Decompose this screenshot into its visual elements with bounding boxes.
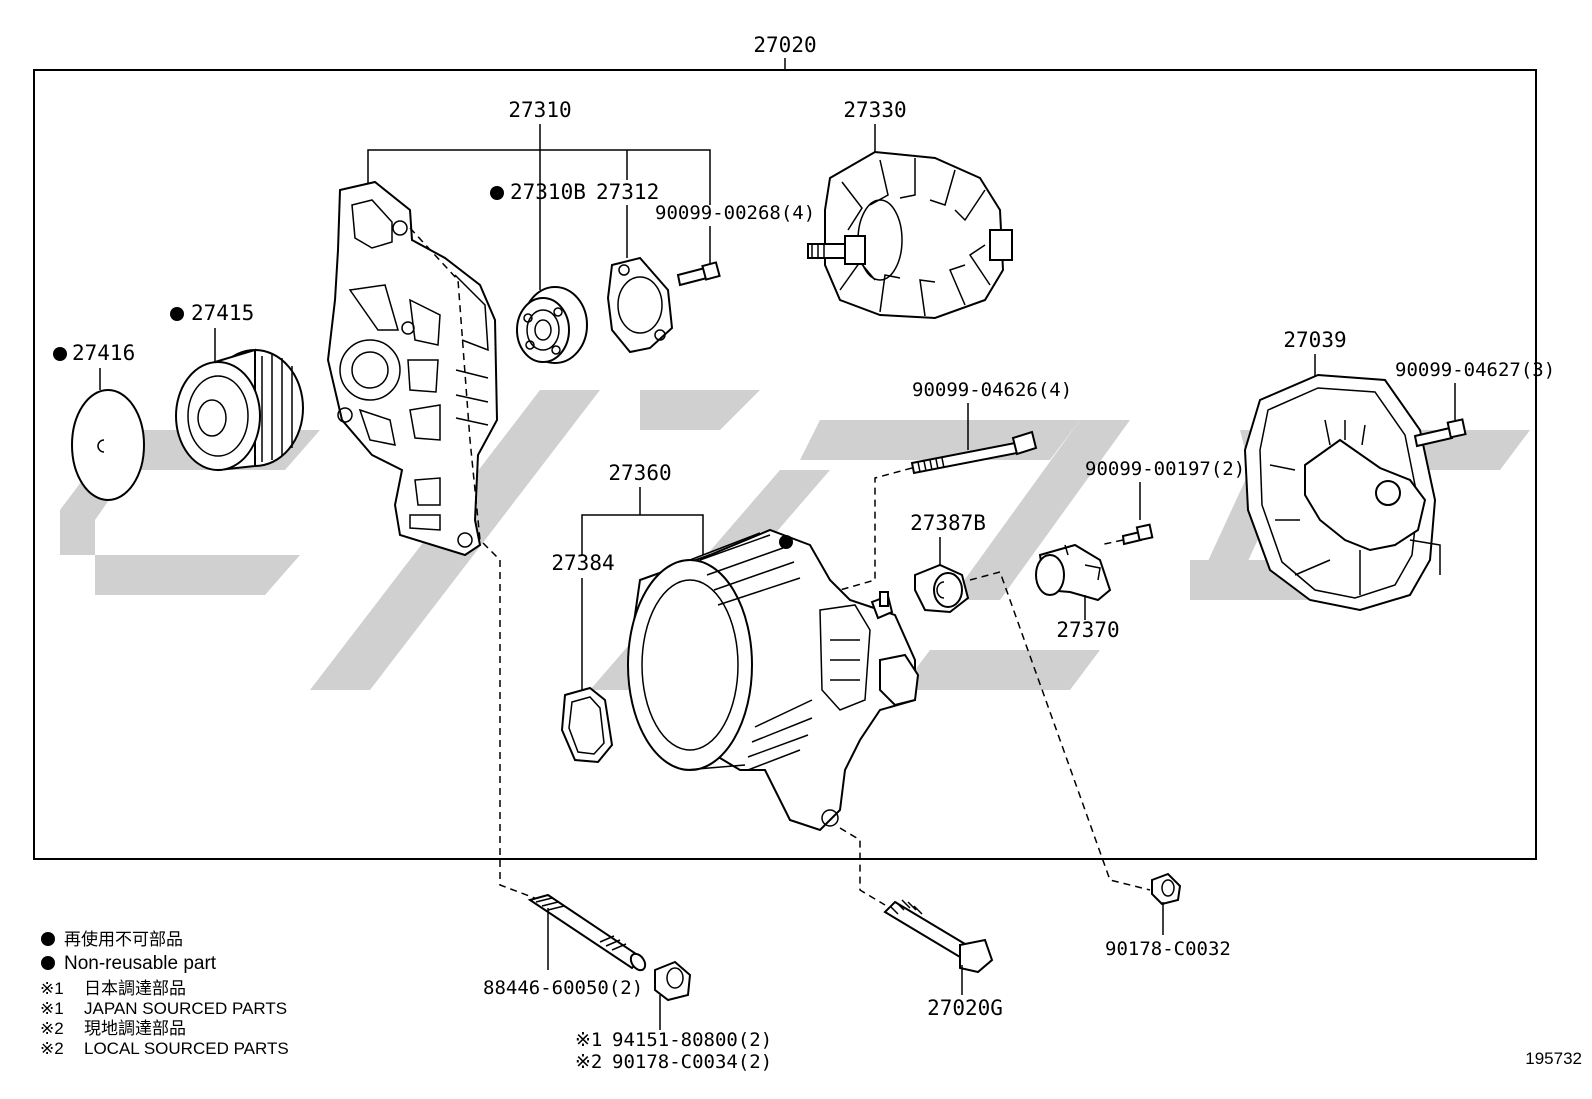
non-reusable-marker-27360 xyxy=(779,535,793,549)
label-27020G: 27020G xyxy=(927,996,1003,1020)
legend-japan-mark-1: ※1 xyxy=(40,979,64,998)
pulley-27415 xyxy=(175,348,304,472)
label-27387B: 27387B xyxy=(910,511,986,535)
label-27384: 27384 xyxy=(551,551,614,575)
legend: 再使用不可部品 Non-reusable part ※1 日本調達部品 ※1 J… xyxy=(40,929,289,1058)
local-mark-90178-C0034: ※2 xyxy=(575,1051,602,1073)
label-90099-00197: 90099-00197(2) xyxy=(1085,458,1245,480)
legend-japan-en: JAPAN SOURCED PARTS xyxy=(84,999,287,1018)
label-90178-C0034: 90178-C0034(2) xyxy=(612,1051,772,1073)
rotor-27330 xyxy=(807,150,1013,320)
label-27312: 27312 xyxy=(596,180,659,204)
label-94151-80800: 94151-80800(2) xyxy=(612,1029,772,1051)
legend-non-reusable-en: Non-reusable part xyxy=(64,953,217,974)
label-27330: 27330 xyxy=(843,98,906,122)
label-90099-04626: 90099-04626(4) xyxy=(912,379,1072,401)
nut-94151-80800 xyxy=(654,960,692,1002)
legend-non-reusable-jp: 再使用不可部品 xyxy=(64,929,183,949)
screw-90099-04627 xyxy=(1413,418,1467,448)
non-reusable-marker-27310B xyxy=(490,186,504,200)
label-27360: 27360 xyxy=(608,461,671,485)
label-90099-00268: 90099-00268(4) xyxy=(655,202,815,224)
assembly-label: 27020 xyxy=(753,33,816,57)
bearing-27310B xyxy=(516,286,588,364)
label-90178-C0032: 90178-C0032 xyxy=(1105,938,1231,960)
label-88446-60050: 88446-60050(2) xyxy=(483,977,643,999)
drive-end-frame xyxy=(326,180,499,557)
label-90099-04627: 90099-04627(3) xyxy=(1395,359,1555,381)
legend-japan-jp: 日本調達部品 xyxy=(84,979,186,998)
label-27416: 27416 xyxy=(72,341,135,365)
legend-local-mark-2: ※2 xyxy=(40,1039,64,1058)
label-27415: 27415 xyxy=(191,301,254,325)
screw-90099-00268 xyxy=(676,261,721,287)
diagram-id: 195732 xyxy=(1525,1049,1582,1068)
pulley-cap-27416 xyxy=(71,389,145,501)
label-27370: 27370 xyxy=(1056,618,1119,642)
legend-bullet-jp xyxy=(41,932,55,946)
label-27310: 27310 xyxy=(508,98,571,122)
label-27310B: 27310B xyxy=(510,180,586,204)
legend-local-en: LOCAL SOURCED PARTS xyxy=(84,1039,289,1058)
brush-holder-27387B xyxy=(914,563,970,614)
legend-japan-mark-2: ※1 xyxy=(40,999,64,1018)
label-27039: 27039 xyxy=(1283,328,1346,352)
bolt-27020G xyxy=(883,899,994,974)
regulator-27370 xyxy=(1035,543,1112,602)
bolt-90099-04626 xyxy=(910,430,1038,475)
stud-bolt-88446-60050 xyxy=(527,893,647,972)
nut-90178-C0032 xyxy=(1151,872,1182,906)
retainer-plate-27312 xyxy=(606,256,674,354)
screw-90099-00197 xyxy=(1121,523,1154,546)
legend-bullet-en xyxy=(41,956,55,970)
rear-frame-27360 xyxy=(627,528,920,832)
non-reusable-marker-27415 xyxy=(170,307,184,321)
rear-end-cover-27039 xyxy=(1243,373,1441,612)
legend-local-jp: 現地調達部品 xyxy=(84,1019,186,1038)
non-reusable-marker-27416 xyxy=(53,347,67,361)
legend-local-mark-1: ※2 xyxy=(40,1019,64,1038)
japan-mark-94151: ※1 xyxy=(575,1029,602,1051)
gasket-27384 xyxy=(560,686,614,764)
